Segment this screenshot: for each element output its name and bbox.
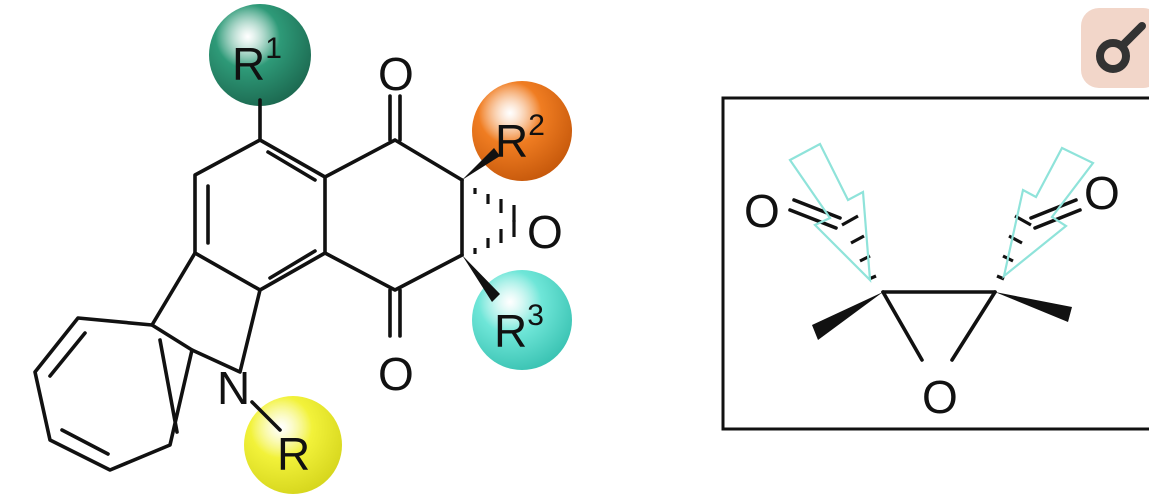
- inset-hash-right: [996, 214, 1032, 281]
- r3-label: R3: [494, 299, 544, 357]
- carbonyl-oxygen-top: O: [378, 48, 414, 100]
- epoxide-stereo-bonds: [462, 148, 516, 302]
- r1-label: R1: [232, 32, 282, 90]
- inset-carbonyl-left-a: [788, 208, 838, 230]
- epoxide-oxygen: O: [527, 206, 563, 258]
- corner-badge-bg: [1081, 8, 1149, 88]
- inset-wedge-left: [812, 292, 883, 340]
- corner-badge[interactable]: [1081, 8, 1149, 88]
- r2-label: R2: [495, 109, 545, 167]
- inset-frame: [721, 96, 1149, 431]
- attack-arrow-left: [788, 142, 872, 283]
- attack-arrow-right: [1002, 146, 1095, 279]
- inset-wedge-right: [995, 292, 1072, 322]
- epoxide-hash-bottom: [473, 220, 516, 254]
- male-symbol-icon: [1096, 22, 1146, 73]
- carbonyl-oxygen-bottom: O: [378, 348, 414, 400]
- inset-carbonyl-right-a: [1033, 208, 1082, 230]
- epoxide-hash-top: [473, 188, 516, 222]
- r1-substituent: R1: [209, 4, 311, 106]
- r-label: R: [277, 428, 310, 480]
- inset-carbonyl-right-b: [1029, 198, 1078, 220]
- inset-oxygen-left: O: [744, 185, 780, 237]
- stereo-inset: O O O: [721, 96, 1149, 431]
- inset-carbonyl-left-b: [792, 198, 842, 220]
- inset-oxygen-bridge: O: [922, 371, 958, 423]
- r2-substituent: R2: [472, 81, 572, 181]
- r1-sphere: [209, 4, 311, 106]
- nitrogen-atom: N: [217, 362, 250, 414]
- main-molecule-bonds: [33, 94, 464, 472]
- inset-oxygen-right: O: [1084, 167, 1120, 219]
